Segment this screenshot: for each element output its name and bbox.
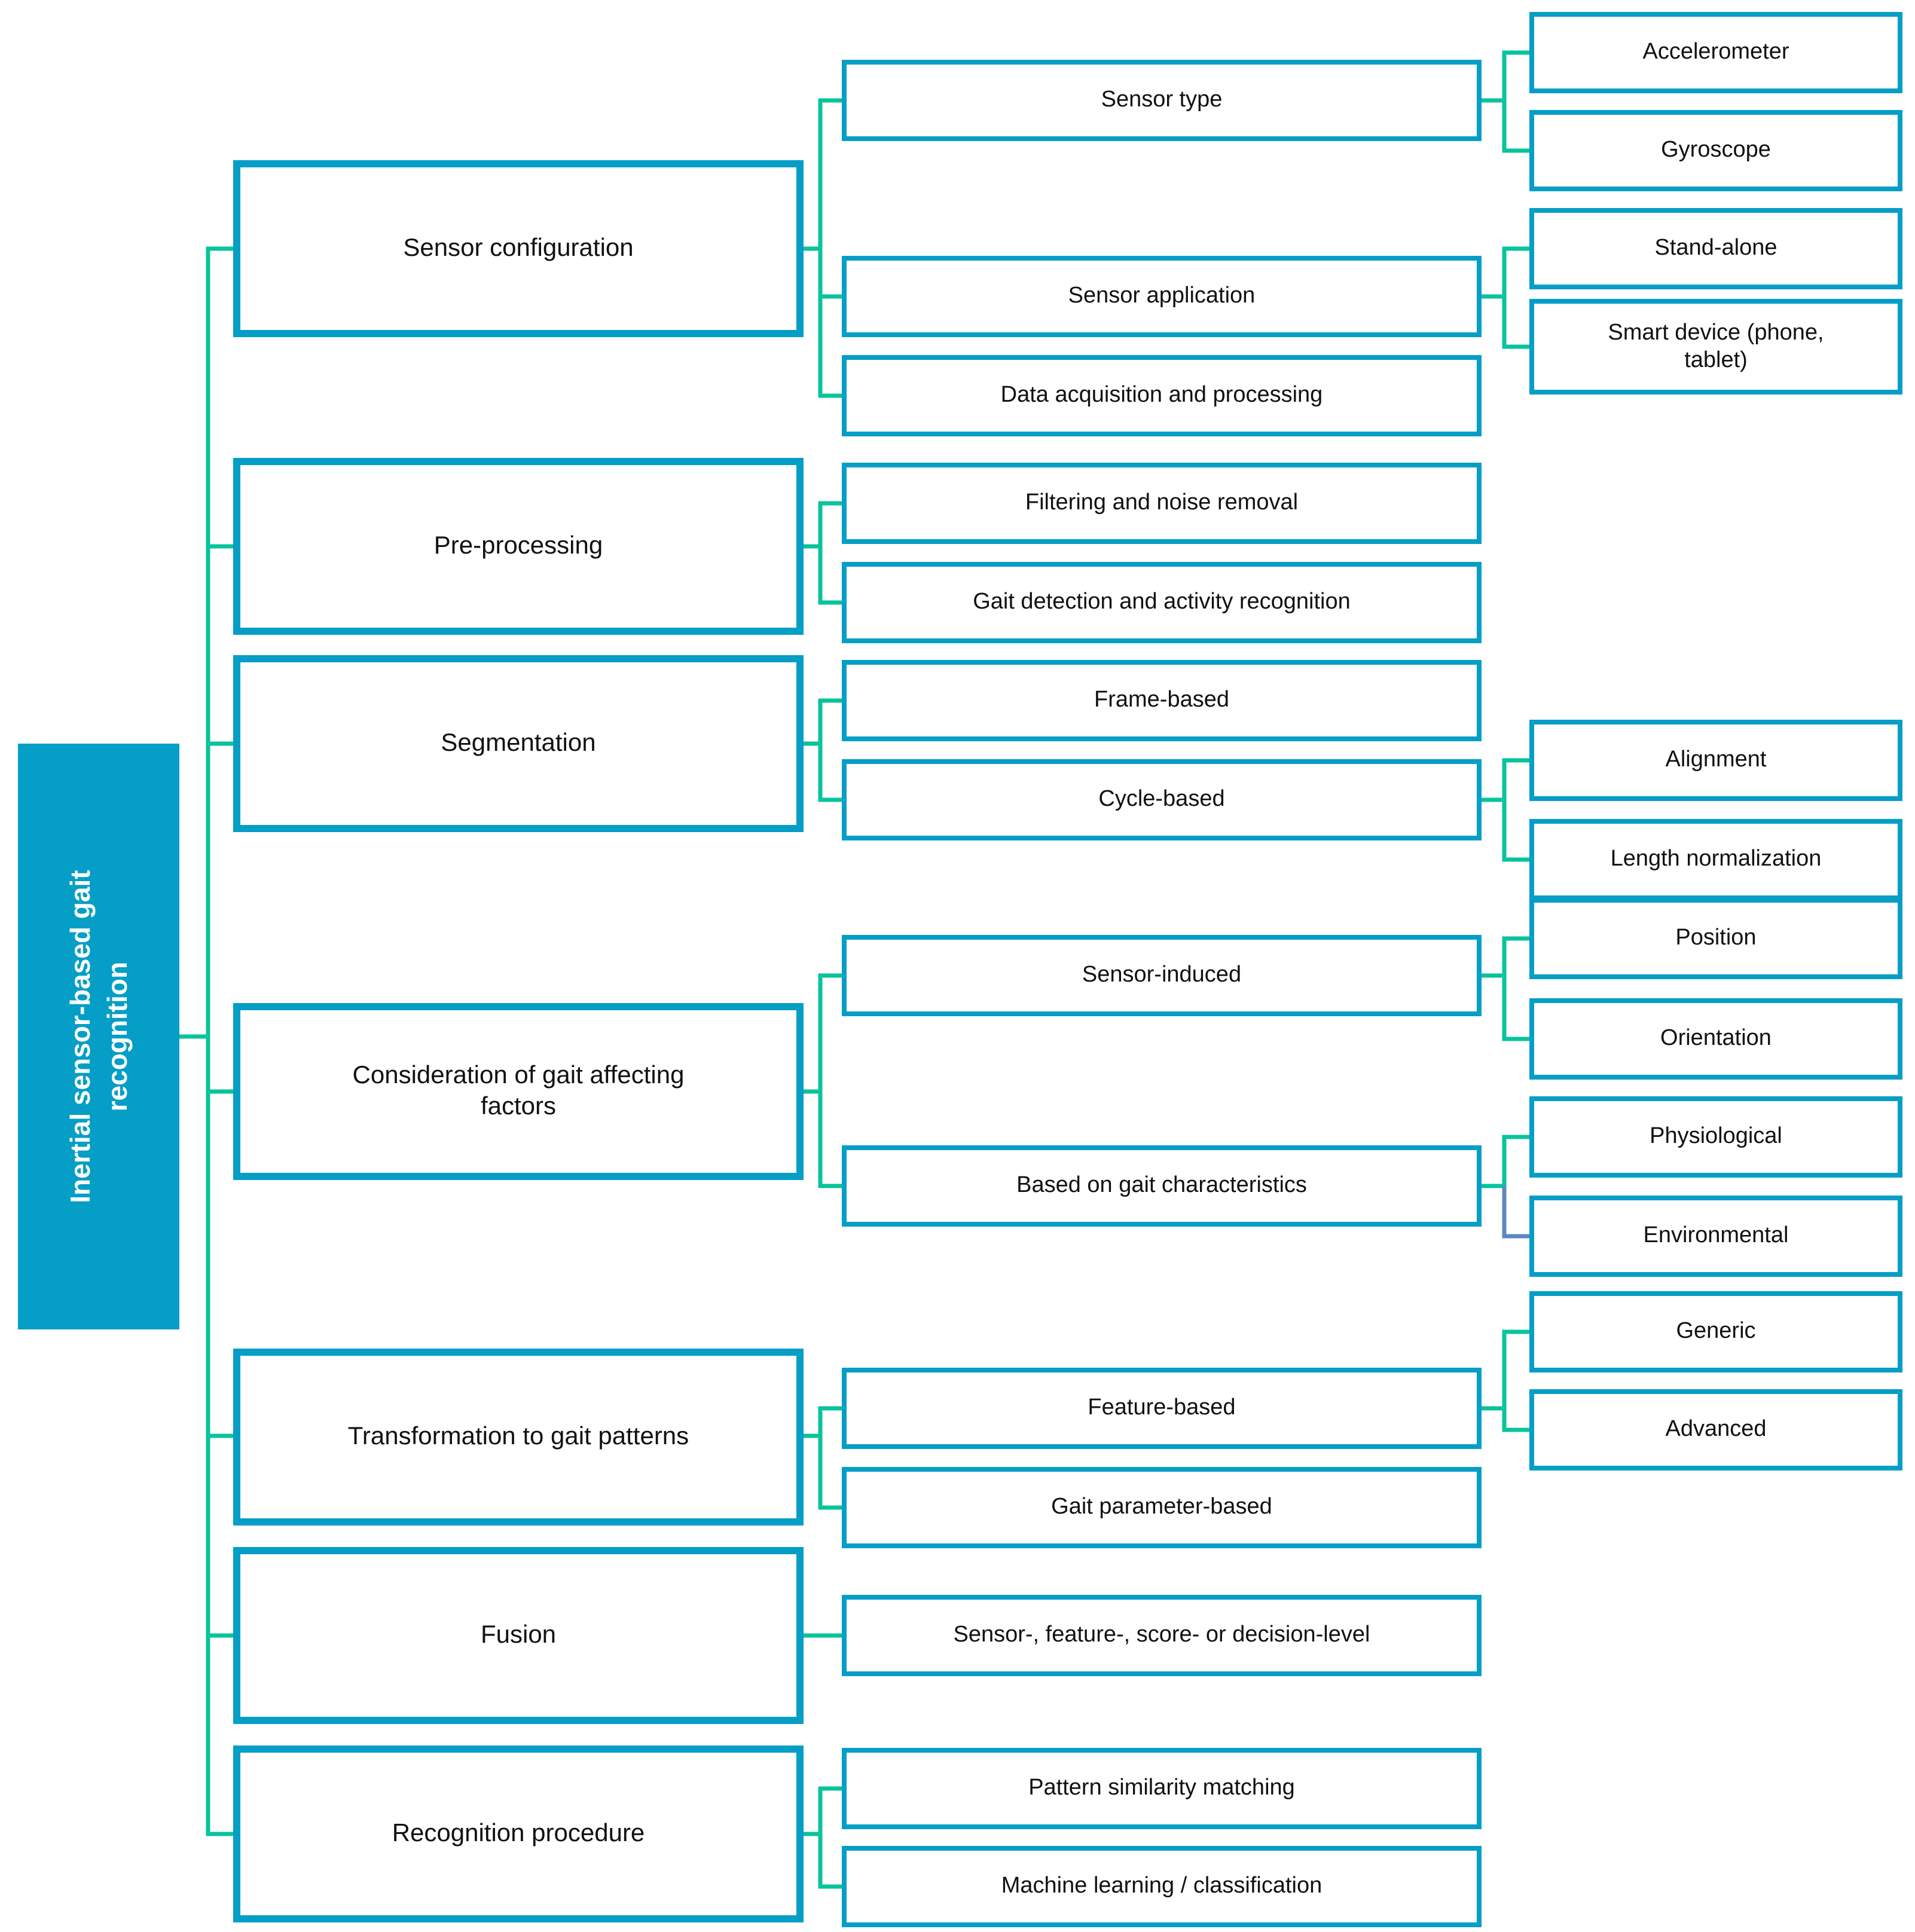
node-gait-detection-and-activity-recognition: Gait detection and activity recognition <box>842 562 1482 643</box>
node-length-normalization: Length normalization <box>1529 819 1902 900</box>
node-position-label: Position <box>1675 925 1757 951</box>
node-pattern-similarity-matching: Pattern similarity matching <box>842 1748 1482 1829</box>
node-sensor-configuration-label: Sensor configuration <box>403 234 634 262</box>
node-stand-alone: Stand-alone <box>1529 208 1902 289</box>
node-physiological-label: Physiological <box>1650 1124 1782 1150</box>
node-segmentation: Segmentation <box>233 655 804 832</box>
node-cycle-based-label: Cycle-based <box>1098 787 1225 812</box>
node-sensor-application: Sensor application <box>842 256 1482 337</box>
node-advanced-label: Advanced <box>1665 1417 1767 1442</box>
node-gyroscope-label: Gyroscope <box>1661 137 1771 163</box>
node-recognition-procedure-label: Recognition procedure <box>392 1820 645 1848</box>
node-pre-processing: Pre-processing <box>233 458 804 635</box>
node-data-acquisition-label: Data acquisition and processing <box>1000 383 1323 408</box>
blue-connector-path <box>1502 1186 1529 1239</box>
node-sensor-configuration: Sensor configuration <box>233 160 804 337</box>
node-sensor-type: Sensor type <box>842 60 1482 141</box>
node-physiological: Physiological <box>1529 1096 1902 1178</box>
node-gait-parameter-based: Gait parameter-based <box>842 1467 1482 1548</box>
node-pre-processing-label: Pre-processing <box>433 532 603 560</box>
node-machine-learning-classification: Machine learning / classification <box>842 1846 1482 1927</box>
node-orientation: Orientation <box>1529 998 1902 1080</box>
node-filtering-and-noise-removal: Filtering and noise removal <box>842 463 1482 544</box>
node-feature-based: Feature-based <box>842 1368 1482 1449</box>
node-frame-based-label: Frame-based <box>1094 687 1229 713</box>
node-alignment-label: Alignment <box>1665 747 1767 773</box>
node-accelerometer: Accelerometer <box>1529 12 1902 93</box>
node-smart-device-label: Smart device (phone, tablet) <box>1608 320 1824 373</box>
node-sensor-induced: Sensor-induced <box>842 935 1482 1016</box>
node-recognition-procedure: Recognition procedure <box>233 1745 804 1922</box>
node-based-on-gait-characteristics: Based on gait characteristics <box>842 1145 1482 1227</box>
node-transformation-to-gait-patterns: Transformation to gait patterns <box>233 1349 804 1526</box>
node-gait-parameter-based-label: Gait parameter-based <box>1051 1494 1272 1520</box>
node-root: Inertial sensor-based gait recognition <box>18 744 179 1329</box>
node-based-on-gait-characteristics-label: Based on gait characteristics <box>1016 1173 1307 1199</box>
node-consideration-of-gait-affecting-factors: Consideration of gait affecting factors <box>233 1003 804 1180</box>
node-fusion: Fusion <box>233 1547 804 1724</box>
node-data-acquisition-and-processing: Data acquisition and processing <box>842 355 1482 436</box>
node-sensor-type-label: Sensor type <box>1101 87 1223 113</box>
node-pattern-similarity-matching-label: Pattern similarity matching <box>1028 1775 1295 1801</box>
node-fusion-label: Fusion <box>480 1621 557 1649</box>
node-sensor-induced-label: Sensor-induced <box>1082 962 1242 988</box>
node-fusion-levels: Sensor-, feature-, score- or decision-le… <box>842 1595 1482 1676</box>
node-feature-based-label: Feature-based <box>1088 1395 1236 1421</box>
node-position: Position <box>1529 898 1902 979</box>
node-frame-based: Frame-based <box>842 660 1482 741</box>
node-advanced: Advanced <box>1529 1389 1902 1471</box>
node-accelerometer-label: Accelerometer <box>1642 39 1789 65</box>
node-consideration-label: Consideration of gait affecting factors <box>352 1062 685 1120</box>
node-gyroscope: Gyroscope <box>1529 110 1902 191</box>
node-length-normalization-label: Length normalization <box>1610 846 1822 872</box>
node-stand-alone-label: Stand-alone <box>1654 236 1777 261</box>
node-fusion-levels-label: Sensor-, feature-, score- or decision-le… <box>953 1622 1370 1648</box>
green-connector-path <box>179 50 1529 1889</box>
node-segmentation-label: Segmentation <box>441 729 596 757</box>
node-root-label: Inertial sensor-based gait recognition <box>63 870 132 1203</box>
node-generic: Generic <box>1529 1291 1902 1372</box>
node-smart-device: Smart device (phone, tablet) <box>1529 299 1902 395</box>
node-orientation-label: Orientation <box>1660 1026 1772 1051</box>
node-environmental-label: Environmental <box>1643 1223 1789 1249</box>
node-sensor-application-label: Sensor application <box>1068 283 1256 309</box>
node-cycle-based: Cycle-based <box>842 759 1482 840</box>
node-alignment: Alignment <box>1529 720 1902 801</box>
node-environmental: Environmental <box>1529 1196 1902 1277</box>
node-generic-label: Generic <box>1676 1319 1756 1344</box>
node-transformation-label: Transformation to gait patterns <box>347 1423 689 1451</box>
node-machine-learning-label: Machine learning / classification <box>1001 1873 1323 1899</box>
node-gait-detection-label: Gait detection and activity recognition <box>973 589 1351 615</box>
node-filtering-label: Filtering and noise removal <box>1025 490 1299 516</box>
